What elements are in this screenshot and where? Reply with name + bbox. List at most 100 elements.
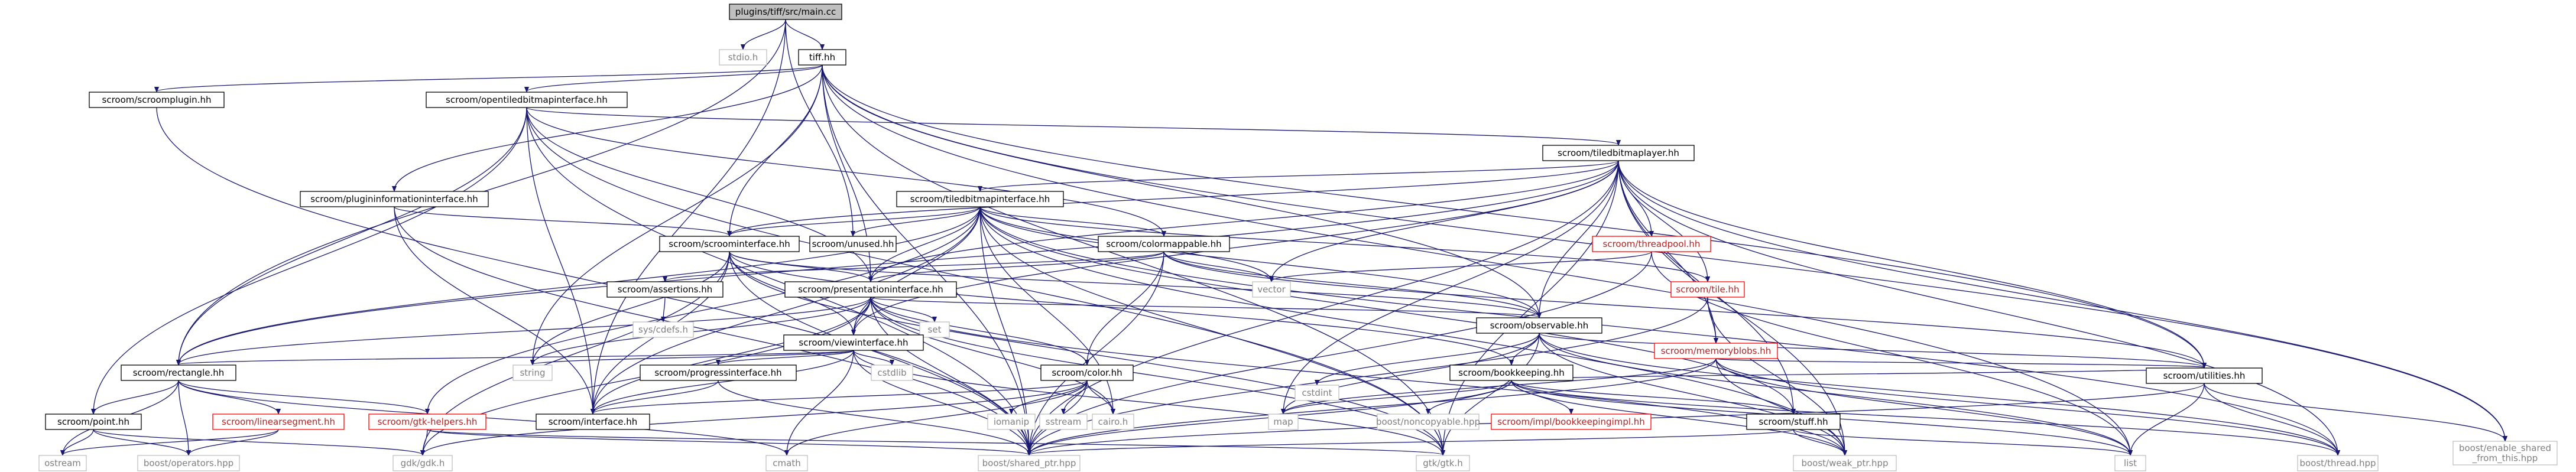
node-box (1416, 455, 1470, 471)
edge-tiledbitmapinterface-to-gtkhelpers (427, 206, 981, 414)
edge-rectangle-to-operators (178, 380, 189, 455)
edge-scroominterface-to-string (533, 251, 730, 364)
node-plugins-tiff-src-main-cc[interactable]: plugins/tiff/src/main.cc (729, 4, 842, 20)
node-scroom-unused-hh[interactable]: scroom/unused.hh (809, 236, 897, 252)
node-scroom-gtk-helpers-hh[interactable]: scroom/gtk-helpers.hh (368, 414, 486, 430)
edge-point-to-ostream (63, 429, 94, 455)
edge-linearsegment-to-ostream (63, 429, 279, 455)
node-scroom-impl-bookkeepingimpl-hh[interactable]: scroom/impl/bookkeepingimpl.hh (1491, 414, 1652, 430)
node-box (784, 281, 957, 298)
node-box (978, 455, 1081, 471)
node-label: scroom/utilities.hh (2163, 370, 2246, 381)
edge-tiledbitmaplayer-to-tile (1618, 160, 1708, 281)
node-label: scroom/opentiledbitmapinterface.hh (446, 95, 608, 105)
node-label: scroom/rectangle.hh (133, 367, 225, 378)
node-label: gtk/gtk.h (1423, 458, 1463, 468)
node-scroom-threadpool-hh[interactable]: scroom/threadpool.hh (1592, 236, 1711, 252)
node-scroom-progressinterface-hh[interactable]: scroom/progressinterface.hh (640, 364, 797, 381)
edge-tiledbitmapinterface-to-observable (979, 206, 1539, 317)
node-stdio-h: stdio.h (719, 49, 767, 66)
node-boost-shared-ptr-hpp: boost/shared_ptr.hpp (978, 455, 1081, 471)
edge-main-to-tiff (785, 19, 822, 49)
node-scroom-assertions-hh[interactable]: scroom/assertions.hh (606, 281, 724, 298)
node-label: scroom/memoryblobs.hh (1661, 346, 1772, 356)
edge-scroominterface-to-observable (729, 251, 1539, 317)
node-gdk-gdk-h: gdk/gdk.h (392, 455, 453, 471)
node-scroom-tile-hh[interactable]: scroom/tile.hh (1670, 281, 1745, 298)
node-label: boost/shared_ptr.hpp (982, 458, 1076, 469)
edge-tiledbitmapinterface-to-viewinterface (854, 206, 981, 334)
edge-stuff-to-sharedptr (1029, 429, 1794, 455)
node-scroom-stuff-hh[interactable]: scroom/stuff.hh (1746, 414, 1841, 430)
edge-tiledbitmapinterface-to-thread (979, 206, 2338, 455)
edge-tiledbitmapinterface-to-tile (979, 206, 1708, 281)
node-label: gdk/gdk.h (401, 458, 445, 468)
edge-opentiled-to-tiledbitmaplayer (526, 107, 1618, 145)
node-label: scroom/tiledbitmaplayer.hh (1558, 148, 1679, 158)
edge-tiledbitmapinterface-to-rectangle (179, 206, 981, 364)
node-scroom-utilities-hh[interactable]: scroom/utilities.hh (2146, 367, 2263, 384)
edge-colormappable-to-presentationinterface (871, 251, 1164, 281)
node-scroom-colormappable-hh[interactable]: scroom/colormappable.hh (1098, 236, 1230, 252)
node-scroom-scroomplugin-hh[interactable]: scroom/scroomplugin.hh (89, 92, 225, 108)
edge-viewinterface-to-cstdlib (853, 350, 892, 364)
node-label: ostream (44, 458, 81, 468)
node-scroom-rectangle-hh[interactable]: scroom/rectangle.hh (121, 364, 236, 381)
node-scroom-tiledbitmaplayer-hh[interactable]: scroom/tiledbitmaplayer.hh (1542, 145, 1695, 161)
node-label: boost/enable_shared (2459, 443, 2551, 454)
node-cstdint: cstdint (1295, 385, 1339, 401)
node-boost-noncopyable-hpp: boost/noncopyable.hpp (1376, 414, 1480, 430)
node-box (1252, 281, 1291, 298)
node-scroom-point-hh[interactable]: scroom/point.hh (45, 414, 142, 430)
node-box (2114, 455, 2146, 471)
node-scroom-viewinterface-hh[interactable]: scroom/viewinterface.hh (783, 334, 924, 351)
edge-opentiled-to-interface (526, 107, 593, 414)
edge-memoryblobs-to-thread (1715, 358, 2338, 455)
node-sys-cdefs-h: sys/cdefs.h (632, 321, 694, 338)
node-box (1040, 364, 1134, 381)
node-scroom-plugininformationinterface-hh[interactable]: scroom/plugininformationinterface.hh (300, 191, 489, 207)
node-vector: vector (1252, 281, 1291, 298)
node-scroom-color-hh[interactable]: scroom/color.hh (1040, 364, 1134, 381)
node-gtk-gtk-h: gtk/gtk.h (1416, 455, 1470, 471)
node-label: cairo.h (1098, 416, 1128, 427)
edge-opentiled-to-colormappable (526, 107, 1164, 236)
node-box (137, 455, 240, 471)
edge-tiledbitmaplayer-to-scroominterface (729, 160, 1619, 236)
node-scroom-bookkeeping-hh[interactable]: scroom/bookkeeping.hh (1449, 364, 1573, 381)
edge-tiff-to-utilities (822, 64, 2204, 367)
edge-tiledbitmaplayer-to-viewinterface (854, 160, 1619, 334)
node-scroom-tiledbitmapinterface-hh[interactable]: scroom/tiledbitmapinterface.hh (896, 191, 1064, 207)
node-scroom-memoryblobs-hh[interactable]: scroom/memoryblobs.hh (1654, 343, 1778, 359)
node-box (1592, 236, 1711, 252)
edge-tiff-to-observable (822, 64, 1539, 317)
node-box (512, 364, 553, 381)
edge-point-to-operators (93, 429, 189, 455)
node-map: map (1268, 414, 1299, 430)
node-tiff-hh[interactable]: tiff.hh (798, 49, 846, 66)
node-label: scroom/point.hh (57, 416, 129, 427)
edge-bookkeeping-to-weakptr (1511, 380, 1845, 455)
node-box (1793, 455, 1897, 471)
edge-opentiled-to-rectangle (179, 107, 527, 364)
node-box (1092, 414, 1134, 430)
node-box (896, 191, 1064, 207)
edge-bookkeeping-to-thread (1511, 380, 2338, 455)
edge-tiff-to-enableshared (822, 64, 2505, 441)
node-scroom-presentationinterface-hh[interactable]: scroom/presentationinterface.hh (784, 281, 957, 298)
node-label: sys/cdefs.h (638, 324, 688, 335)
node-label: plugins/tiff/src/main.cc (735, 6, 836, 17)
node-label: scroom/threadpool.hh (1603, 239, 1701, 249)
edge-colormappable-to-assertions (665, 251, 1164, 281)
node-scroom-scroominterface-hh[interactable]: scroom/scroominterface.hh (659, 236, 800, 252)
node-label: scroom/presentationinterface.hh (798, 284, 943, 295)
node-scroom-interface-hh[interactable]: scroom/interface.hh (536, 414, 650, 430)
node-scroom-linearsegment-hh[interactable]: scroom/linearsegment.hh (212, 414, 345, 430)
edge-observable-to-thread (1539, 333, 2338, 455)
node-scroom-observable-hh[interactable]: scroom/observable.hh (1476, 317, 1602, 334)
node-label: cmath (773, 458, 800, 468)
node-scroom-opentiledbitmapinterface-hh[interactable]: scroom/opentiledbitmapinterface.hh (426, 92, 628, 108)
node-label: boost/operators.hpp (144, 458, 233, 468)
node-label: boost/noncopyable.hpp (1376, 416, 1480, 427)
edge-tiff-to-sharedptr (822, 64, 1029, 455)
